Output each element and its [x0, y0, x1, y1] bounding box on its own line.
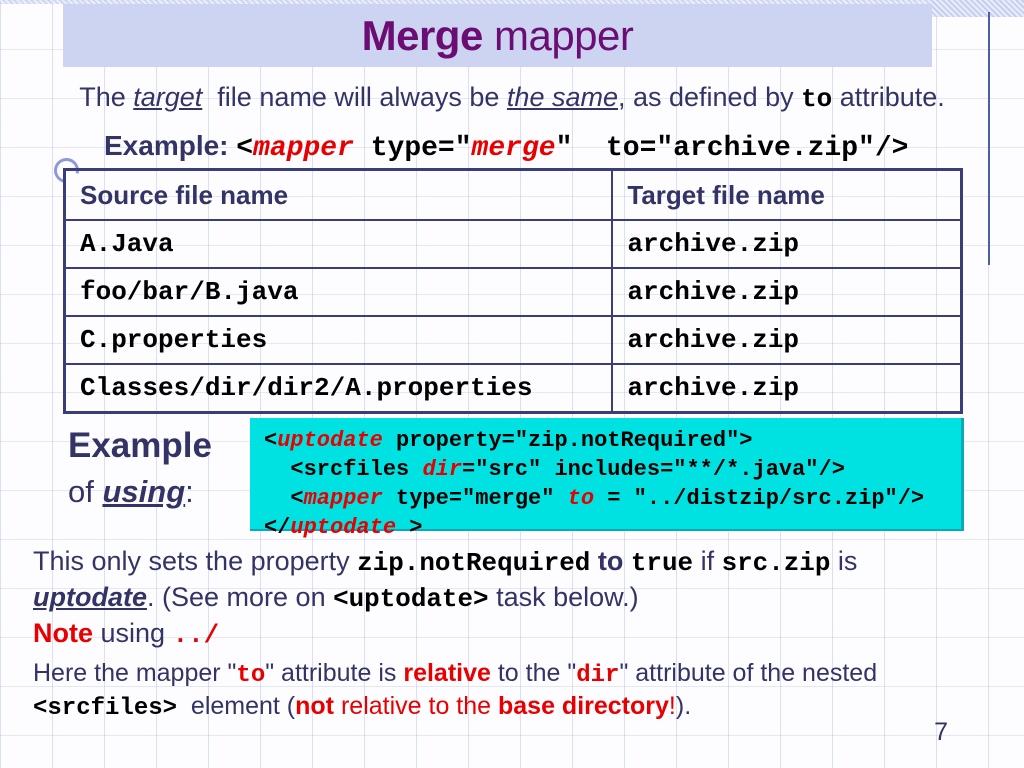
paragraph-line: This only sets the property zip.notRequi… — [33, 546, 858, 578]
target-file-cell: archive.zip — [611, 219, 963, 269]
target-file-cell: archive.zip — [611, 315, 963, 365]
code-line: <uptodate property="zip.notRequired"> — [264, 428, 753, 453]
source-file-cell: foo/bar/B.java — [63, 267, 614, 317]
source-file-cell: Classes/dir/dir2/A.properties — [63, 363, 614, 414]
example-using-label-line1: Example — [68, 426, 212, 465]
table-row: C.properties archive.zip — [63, 315, 963, 365]
code-block: <uptodate property="zip.notRequired"> <s… — [250, 418, 964, 540]
relative-path-paragraph: Here the mapper "to" attribute is relati… — [33, 658, 877, 724]
vertical-accent-line — [988, 12, 990, 265]
table-row: A.Java archive.zip — [63, 219, 963, 269]
code-line: <srcfiles dir="src" includes="**/*.java"… — [264, 457, 845, 482]
target-file-cell: archive.zip — [611, 363, 963, 414]
paragraph-line: uptodate. (See more on <uptodate> task b… — [33, 582, 639, 614]
code-line: </uptodate > — [264, 515, 423, 540]
intro-sentence: The target file name will always be the … — [79, 82, 945, 114]
source-file-cell: C.properties — [63, 315, 614, 365]
corner-hatch-decoration — [930, 0, 1024, 17]
explanation-paragraph: This only sets the property zip.notRequi… — [33, 544, 857, 616]
example-using-label-line2: of using: — [68, 474, 194, 509]
target-file-cell: archive.zip — [611, 267, 963, 317]
table-header-target: Target file name — [611, 168, 963, 221]
mapping-table: Source file name Target file name A.Java… — [63, 168, 963, 414]
source-file-cell: A.Java — [63, 219, 614, 269]
page-title-rest: mapper — [482, 11, 634, 59]
page-number: 7 — [934, 718, 948, 746]
paragraph-line: <srcfiles> element (not relative to the … — [33, 692, 692, 722]
example-inline-code: Example: <mapper type="merge" to="archiv… — [104, 130, 909, 164]
page-title-bold: Merge — [361, 11, 484, 59]
top-hatch-strip — [0, 0, 1024, 4]
table-row: foo/bar/B.java archive.zip — [63, 267, 963, 317]
code-line: <mapper type="merge" to = "../distzip/sr… — [264, 486, 925, 511]
table-header-row: Source file name Target file name — [63, 168, 963, 221]
note-line: Note using ../ — [33, 618, 220, 650]
table-header-source: Source file name — [63, 168, 614, 221]
paragraph-line: Here the mapper "to" attribute is relati… — [33, 659, 878, 689]
title-bar: Merge mapper — [63, 4, 932, 67]
table-row: Classes/dir/dir2/A.properties archive.zi… — [63, 363, 963, 414]
